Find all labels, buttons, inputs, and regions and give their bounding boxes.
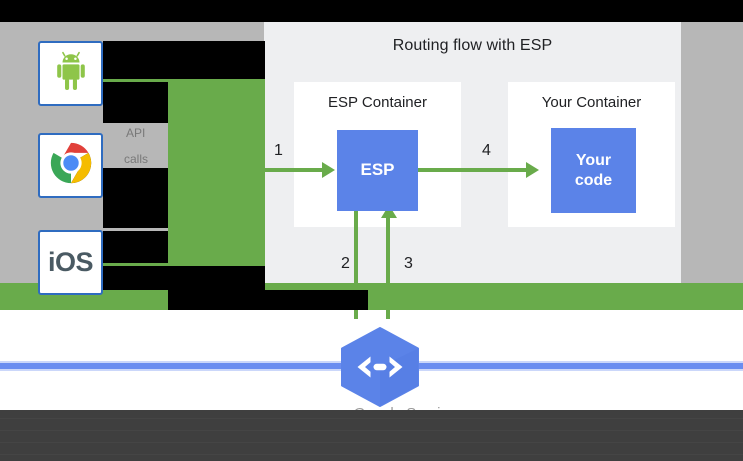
occlusion-bar — [284, 290, 360, 300]
occlusion-bar — [103, 168, 168, 228]
overlay-rule — [0, 418, 743, 419]
android-connector-line — [103, 79, 173, 82]
client-tile-android[interactable] — [38, 41, 103, 106]
arrow-3-line — [386, 216, 390, 319]
obscured-label-line-1: API — [126, 126, 146, 140]
your-code-line-2: code — [574, 171, 613, 189]
your-code-box: Your code — [551, 128, 636, 213]
arrow-4-head-icon — [526, 162, 539, 178]
your-code-box-label: Your code — [575, 151, 612, 189]
bottom-dark-overlay — [0, 410, 743, 461]
step-number-4: 4 — [482, 142, 491, 159]
top-occlusion-bar-right — [556, 0, 743, 22]
arrow-1-line — [264, 168, 326, 172]
overlay-rule — [0, 430, 743, 431]
step-number-1: 1 — [274, 142, 283, 159]
client-aggregation-block — [168, 78, 265, 290]
diagram-title: Routing flow with ESP — [392, 37, 553, 54]
step-number-2: 2 — [341, 255, 350, 272]
esp-box-label: ESP — [360, 160, 395, 180]
step-number-3: 3 — [404, 255, 413, 272]
top-occlusion-bar-left — [0, 0, 556, 22]
overlay-rule — [0, 454, 743, 455]
client-tile-chrome[interactable] — [38, 133, 103, 198]
your-code-line-1: Your — [575, 152, 612, 170]
esp-container-label: ESP Container — [328, 94, 427, 111]
occlusion-bar — [103, 41, 265, 79]
arrow-4-line — [418, 168, 530, 172]
arrow-1-head-icon — [322, 162, 335, 178]
ios-icon: iOS — [47, 247, 94, 277]
arrow-2-line — [354, 211, 358, 319]
chrome-icon — [49, 141, 93, 190]
ios-connector-line — [103, 263, 173, 266]
your-container-label: Your Container — [541, 94, 642, 111]
endpoints-hexagon-logo — [337, 327, 423, 407]
obscured-label-line-2: calls — [124, 152, 149, 166]
occlusion-bar — [103, 231, 168, 263]
occlusion-bar — [103, 82, 168, 123]
esp-box: ESP — [337, 130, 418, 211]
android-icon — [52, 51, 90, 96]
occlusion-bar — [103, 266, 265, 290]
client-tile-ios[interactable]: iOS — [38, 230, 103, 295]
overlay-rule — [0, 442, 743, 443]
